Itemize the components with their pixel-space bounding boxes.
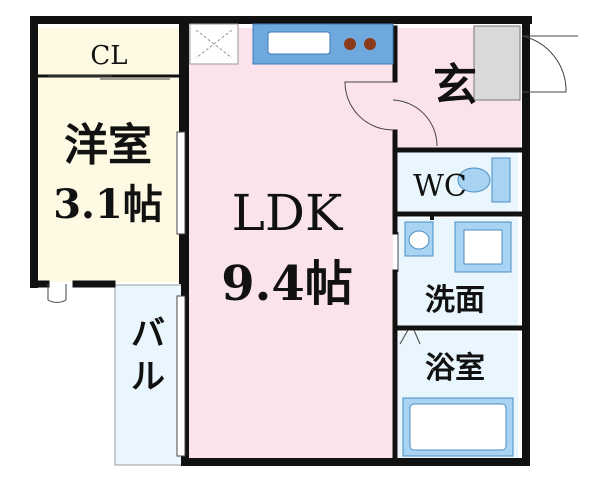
washroom-fixtures <box>404 221 512 273</box>
western-room-floor <box>38 76 181 282</box>
kitchen-counter <box>189 23 394 65</box>
western-room-size: 3.1帖 <box>53 181 163 228</box>
toilet-label: WC <box>413 169 467 204</box>
windows <box>176 131 186 457</box>
balcony-floor <box>114 284 184 466</box>
bathroom-label: 浴室 <box>425 351 485 386</box>
ldk-size: 9.4帖 <box>221 256 353 312</box>
closet-doors <box>48 75 170 80</box>
balcony-label-char-1: バ <box>131 314 165 354</box>
bathtub <box>402 397 514 457</box>
washroom-label: 洗面 <box>425 283 485 318</box>
walls <box>30 16 532 466</box>
door-swings <box>47 81 438 345</box>
balcony-label-char-2: ル <box>131 357 165 397</box>
western-room-label: 洋室 <box>64 120 152 171</box>
ldk-label: LDK <box>232 184 344 242</box>
entrance-label: 玄 <box>433 60 477 111</box>
entrance-door <box>473 25 578 101</box>
closet-label: CL <box>90 41 127 71</box>
closet-floor <box>38 28 181 76</box>
ldk-floor <box>183 28 393 460</box>
toilet-fixture <box>457 157 511 203</box>
